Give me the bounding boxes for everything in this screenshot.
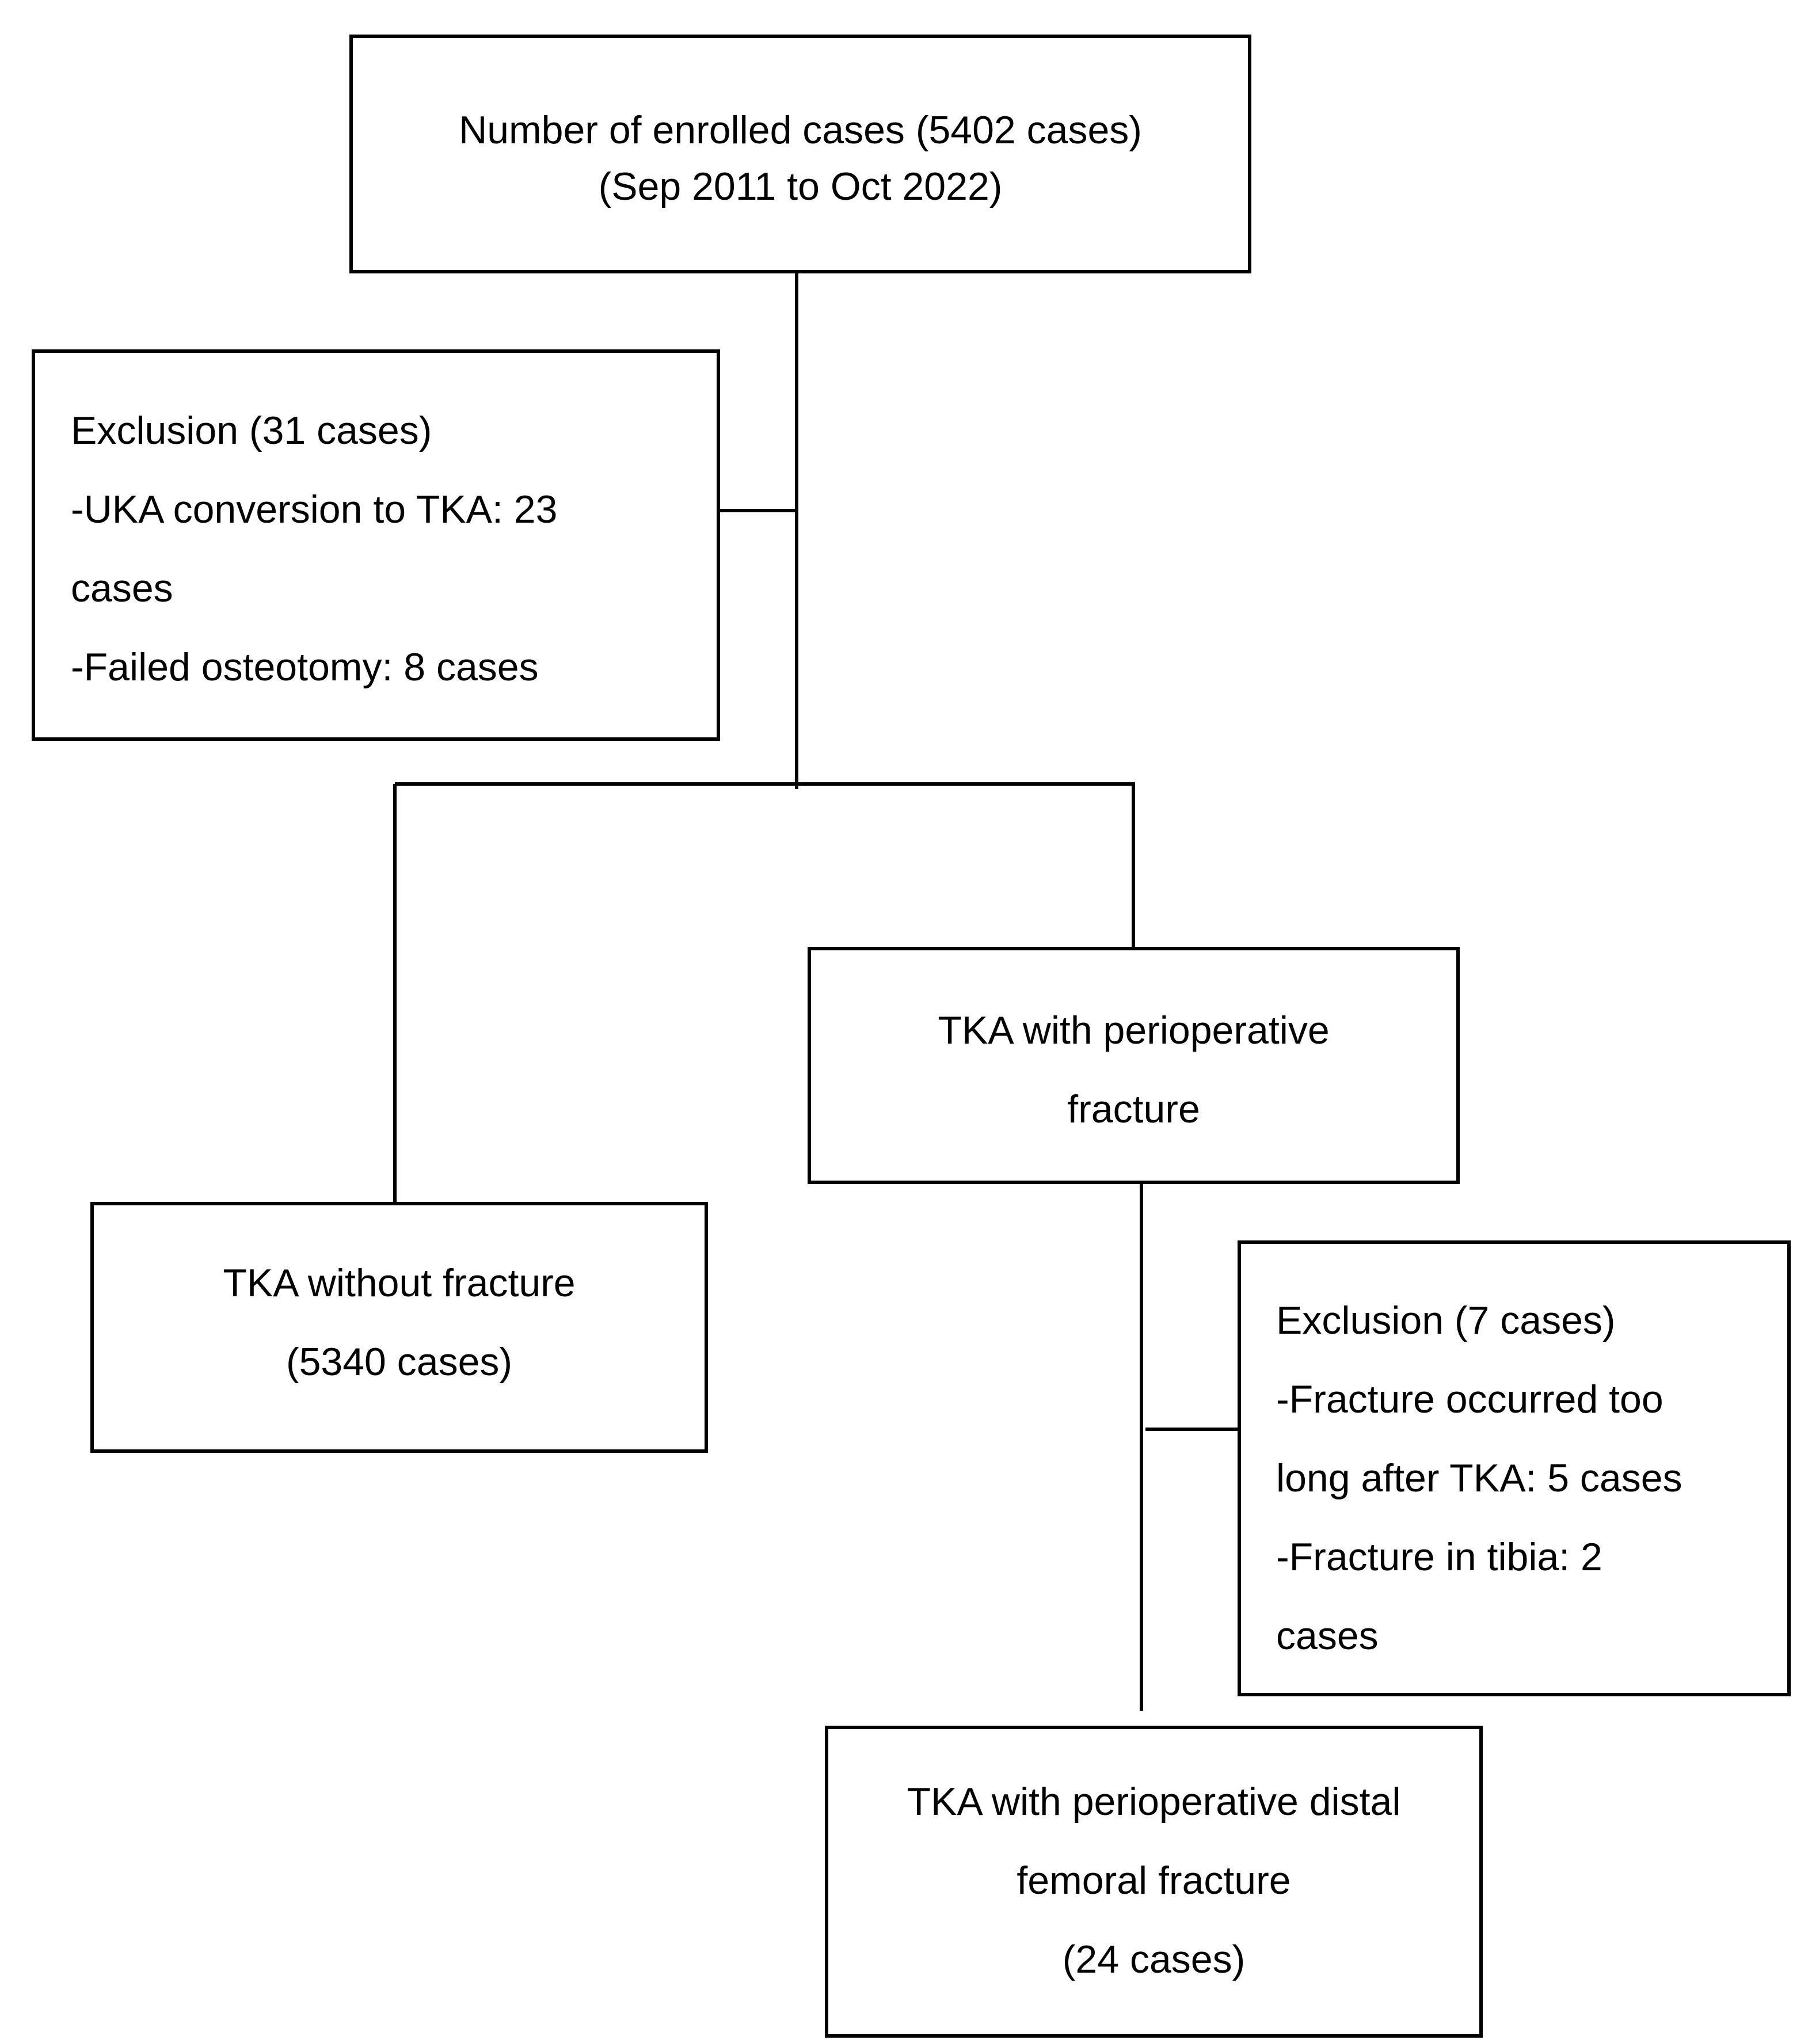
connector-split-horizontal (395, 782, 1135, 786)
exclusion-1-item-uka: -UKA conversion to TKA: 23 (71, 488, 558, 531)
exclusion-box-2: Exclusion (7 cases) -Fracture occurred t… (1238, 1240, 1791, 1696)
tka-without-fracture-label: TKA without fracture (223, 1261, 576, 1305)
exclusion-1-item-uka-cont: cases (71, 566, 173, 610)
connector-main-vertical (795, 273, 798, 789)
exclusion-1-title: Exclusion (31 cases) (71, 409, 432, 452)
connector-lower-vertical (1140, 1184, 1143, 1711)
exclusion-2-item-tibia: -Fracture in tibia: 2 (1276, 1535, 1602, 1579)
final-label: TKA with perioperative distal (907, 1780, 1401, 1824)
exclusion-2-title: Exclusion (7 cases) (1276, 1299, 1616, 1342)
connector-exclusion-1 (720, 509, 797, 512)
exclusion-2-item-late: -Fracture occurred too (1276, 1377, 1663, 1421)
enrolled-cases-label: Number of enrolled cases (5402 cases) (459, 108, 1142, 152)
connector-left-branch (393, 784, 397, 1202)
exclusion-box-1: Exclusion (31 cases) -UKA conversion to … (32, 349, 720, 741)
connector-exclusion-2 (1145, 1428, 1238, 1431)
tka-with-fracture-box: TKA with perioperative fracture (808, 947, 1460, 1184)
tka-without-fracture-count: (5340 cases) (285, 1340, 513, 1384)
enrolled-period-label: (Sep 2011 to Oct 2022) (598, 165, 1003, 208)
exclusion-1-item-osteotomy: -Failed osteotomy: 8 cases (71, 645, 539, 689)
tka-with-fracture-label: TKA with perioperative (938, 1008, 1330, 1052)
tka-distal-femoral-fracture-box: TKA with perioperative distal femoral fr… (825, 1726, 1483, 2038)
connector-right-branch (1132, 784, 1135, 947)
exclusion-2-item-late-cont: long after TKA: 5 cases (1276, 1456, 1682, 1500)
exclusion-2-item-tibia-cont: cases (1276, 1614, 1379, 1658)
tka-without-fracture-box: TKA without fracture (5340 cases) (90, 1202, 708, 1453)
final-label-cont: femoral fracture (1017, 1859, 1291, 1902)
tka-with-fracture-label-cont: fracture (1067, 1087, 1200, 1131)
enrolled-cases-box: Number of enrolled cases (5402 cases) (S… (349, 35, 1251, 273)
final-count: (24 cases) (1062, 1938, 1246, 1981)
